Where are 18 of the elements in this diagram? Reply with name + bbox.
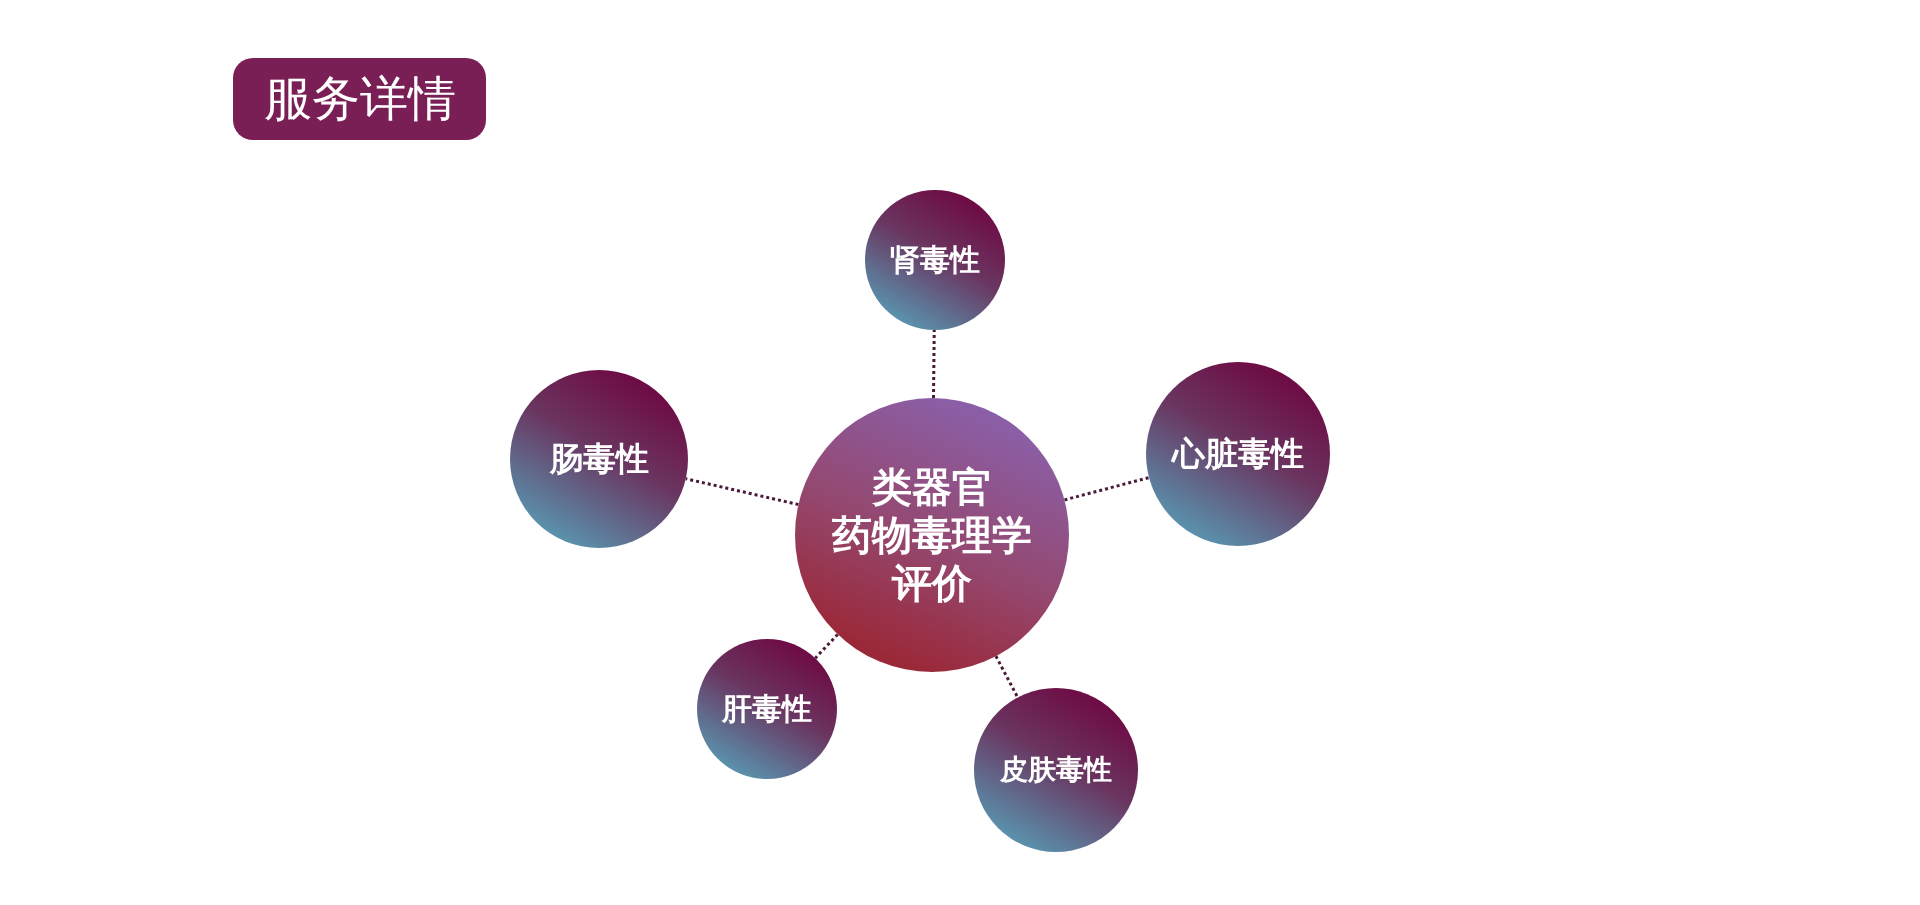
topic-circle bbox=[974, 688, 1138, 852]
circle-label: 类器官药物毒理学评价 bbox=[832, 463, 1032, 607]
title-badge: 服务详情 bbox=[233, 58, 486, 140]
dotted-connector bbox=[932, 329, 936, 399]
topic-circle bbox=[865, 190, 1005, 330]
circle-label: 肾毒性 bbox=[890, 242, 980, 278]
topic-circle bbox=[697, 639, 837, 779]
topic-circle bbox=[510, 370, 688, 548]
circle-label: 心脏毒性 bbox=[1172, 434, 1304, 474]
central-circle bbox=[795, 398, 1069, 672]
topic-circle bbox=[1146, 362, 1330, 546]
dotted-connector bbox=[685, 477, 799, 506]
dotted-connector bbox=[1064, 476, 1150, 502]
circle-label: 皮肤毒性 bbox=[1000, 753, 1112, 787]
dotted-connector bbox=[814, 633, 839, 660]
circle-label: 肠毒性 bbox=[549, 439, 649, 479]
dotted-connector bbox=[994, 655, 1020, 699]
circle-label: 肝毒性 bbox=[722, 691, 812, 727]
